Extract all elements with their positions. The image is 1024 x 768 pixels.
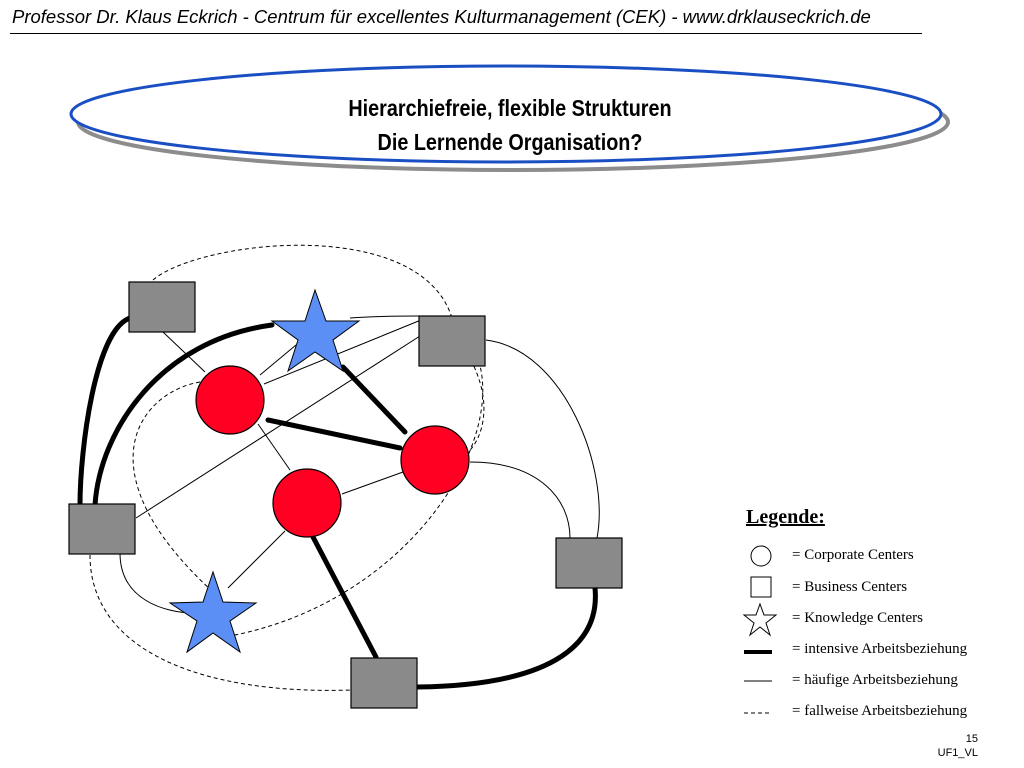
title-line-2: Die Lernende Organisation? — [377, 129, 643, 155]
legend-label-haeufig: = häufige Arbeitsbeziehung — [792, 672, 958, 688]
title-line-1: Hierarchiefreie, flexible Strukturen — [348, 95, 672, 121]
knowledge-center-node — [168, 570, 258, 654]
business-center-node — [555, 537, 623, 589]
corporate-center-node — [400, 425, 470, 495]
business-centers — [68, 281, 623, 709]
legend-title: Legende: — [746, 506, 825, 528]
legend-label-intensive: = intensive Arbeitsbeziehung — [792, 641, 968, 657]
legend-label-business: = Business Centers — [792, 579, 908, 595]
knowledge-center-node — [270, 288, 361, 373]
page-number: 15 — [965, 733, 978, 745]
header-divider — [10, 33, 922, 34]
slide-code: UF1_VL — [937, 747, 978, 759]
business-center-node — [418, 315, 486, 367]
header-text: Professor Dr. Klaus Eckrich - Centrum fü… — [12, 6, 871, 27]
thick-relations — [77, 315, 598, 690]
corporate-center-node — [195, 365, 265, 435]
legend-label-knowledge: = Knowledge Centers — [792, 610, 923, 626]
legend-label-fallweise: = fallweise Arbeitsbeziehung — [792, 703, 968, 719]
legend-label-corporate: = Corporate Centers — [792, 547, 914, 563]
corporate-center-node — [272, 468, 342, 538]
circle-icon — [750, 545, 772, 567]
business-center-node — [128, 281, 196, 333]
title-ellipse — [69, 64, 943, 164]
corporate-centers — [195, 365, 470, 538]
star-icon — [742, 602, 778, 637]
business-center-node — [68, 503, 136, 555]
business-center-node — [350, 657, 418, 709]
thin-relations — [119, 315, 600, 614]
square-icon — [750, 576, 772, 598]
slide-footer: 15 UF1_VL — [938, 732, 978, 760]
legend-symbols — [742, 545, 778, 714]
knowledge-centers — [168, 288, 361, 654]
slide-title: Hierarchiefreie, flexible Strukturen Die… — [252, 91, 768, 159]
